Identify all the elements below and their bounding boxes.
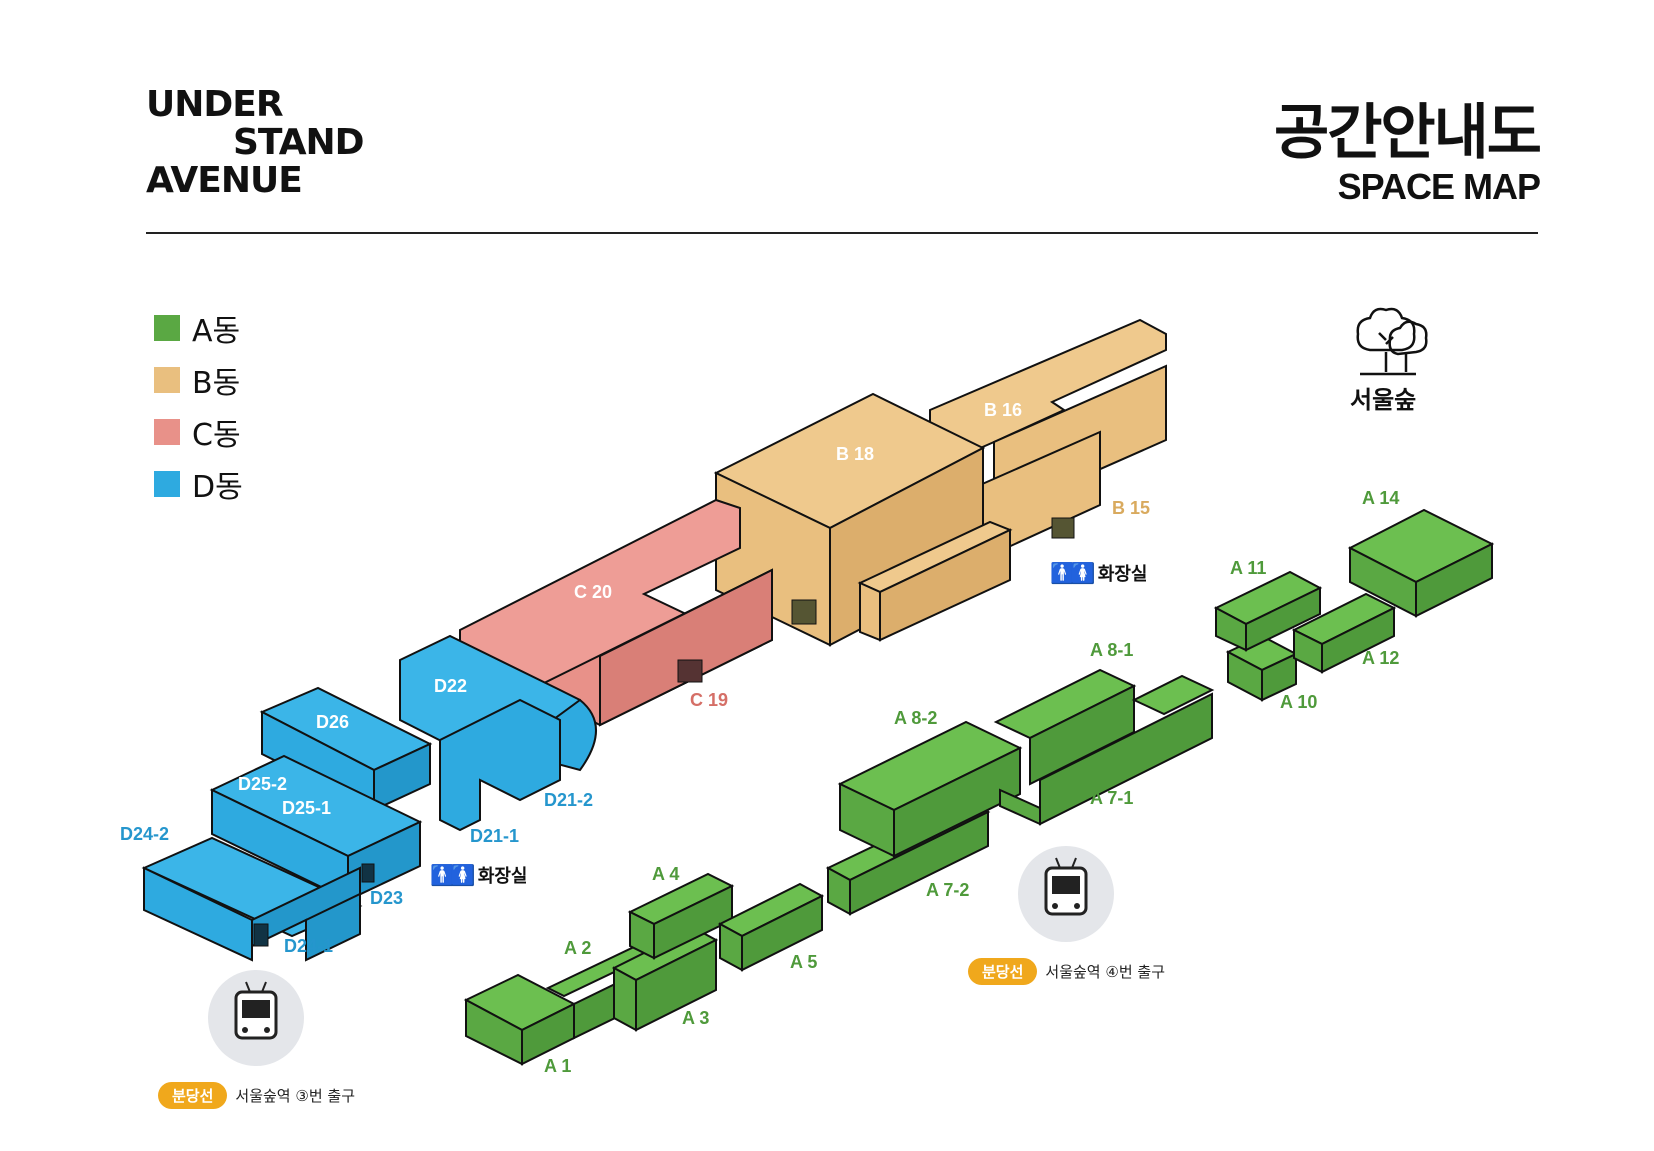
exit-text: 서울숲역 ③번 출구 bbox=[235, 1087, 355, 1105]
label-a8-2: A 8-2 bbox=[894, 708, 937, 728]
logo-line-3: AVENUE bbox=[146, 160, 303, 201]
legend-item-d: D동 bbox=[154, 458, 243, 510]
label-a2: A 2 bbox=[564, 938, 591, 958]
building-d bbox=[141, 634, 597, 962]
label-a7-1: A 7-1 bbox=[1090, 788, 1133, 808]
restroom-icon: 🚹🚺 bbox=[430, 863, 476, 887]
b-low-front bbox=[859, 581, 881, 642]
bus-stop-exit-3: 분당선 서울숲역 ③번 출구 bbox=[158, 1082, 355, 1109]
building-a bbox=[463, 508, 1495, 1066]
label-d21-1: D21-1 bbox=[470, 826, 519, 846]
label-d26: D26 bbox=[316, 712, 349, 732]
label-c20: C 20 bbox=[574, 582, 612, 602]
label-d25-1: D25-1 bbox=[282, 798, 331, 818]
label-a11: A 11 bbox=[1230, 558, 1266, 578]
d26-side bbox=[373, 742, 431, 812]
a11-side bbox=[1245, 586, 1321, 652]
label-b16: B 16 bbox=[984, 400, 1022, 420]
legend-label-a: A동 bbox=[192, 314, 241, 349]
label-a5: A 5 bbox=[790, 952, 817, 972]
d24-front bbox=[143, 866, 253, 962]
label-b18: B 18 bbox=[836, 444, 874, 464]
d21-block bbox=[439, 698, 561, 832]
legend-swatch-d bbox=[154, 471, 180, 497]
a7-1-front bbox=[999, 788, 1041, 826]
d21-2-round bbox=[549, 698, 597, 772]
c19-entrance bbox=[677, 659, 703, 683]
label-d21-2: D21-2 bbox=[544, 790, 593, 810]
exit-text: 서울숲역 ④번 출구 bbox=[1045, 963, 1165, 981]
a8-2-side bbox=[893, 746, 1021, 858]
b-entrance bbox=[1051, 517, 1075, 539]
restroom-icon: 🚹🚺 bbox=[1050, 561, 1096, 585]
legend-label-b: B동 bbox=[192, 366, 241, 401]
label-d24-2: D24-2 bbox=[120, 824, 169, 844]
c19-front bbox=[599, 568, 773, 727]
building-b bbox=[713, 318, 1167, 647]
restroom-label: 화장실 bbox=[1097, 564, 1148, 585]
a10-side bbox=[1261, 652, 1297, 702]
header-divider bbox=[146, 232, 1538, 234]
label-b15: B 15 bbox=[1112, 498, 1150, 518]
restroom-b: 🚹🚺 화장실 bbox=[1050, 560, 1148, 586]
label-d25-2: D25-2 bbox=[238, 774, 287, 794]
label-a4: A 4 bbox=[652, 864, 679, 884]
d24-entrance bbox=[253, 923, 269, 947]
bus-icon bbox=[208, 970, 304, 1066]
d23-entrance bbox=[361, 863, 375, 883]
legend-swatch-c bbox=[154, 419, 180, 445]
b-low-side bbox=[879, 528, 1011, 642]
a7-1-top bbox=[1131, 674, 1215, 716]
legend-item-c: C동 bbox=[154, 406, 243, 458]
tree-icon bbox=[1356, 307, 1428, 376]
a7-2-side bbox=[849, 810, 989, 916]
b-door bbox=[791, 599, 817, 625]
a12-side bbox=[1321, 606, 1395, 674]
line-badge: 분당선 bbox=[158, 1082, 228, 1109]
bus-icon bbox=[1018, 846, 1114, 942]
logo-line-2: STAND bbox=[233, 122, 365, 163]
legend-label-c: C동 bbox=[192, 418, 241, 453]
legend-item-a: A동 bbox=[154, 302, 243, 354]
label-a7-2: A 7-2 bbox=[926, 880, 969, 900]
a3-side bbox=[635, 938, 717, 1032]
logo-line-1: UNDER bbox=[146, 84, 284, 125]
label-d24-1: D24-1 bbox=[284, 936, 333, 956]
label-a1: A 1 bbox=[544, 1056, 571, 1076]
label-d23: D23 bbox=[370, 888, 403, 908]
page-title-korean: 공간안내도 bbox=[1274, 98, 1542, 168]
label-a8-1: A 8-1 bbox=[1090, 640, 1133, 660]
logo: UNDER STAND AVENUE bbox=[146, 84, 365, 201]
restroom-label: 화장실 bbox=[477, 866, 528, 887]
bus-stop-exit-4: 분당선 서울숲역 ④번 출구 bbox=[968, 958, 1165, 985]
label-a10: A 10 bbox=[1280, 692, 1317, 712]
label-a14: A 14 bbox=[1362, 488, 1399, 508]
building-labels: B 18 B 16 B 15 C 20 C 19 D22 D26 D25-2 D… bbox=[120, 400, 1399, 1076]
d23-side bbox=[305, 892, 361, 962]
forest-label: 서울숲 bbox=[1350, 386, 1417, 414]
label-a3: A 3 bbox=[682, 1008, 709, 1028]
legend: A동 B동 C동 D동 bbox=[154, 302, 243, 510]
line-badge: 분당선 bbox=[968, 958, 1038, 985]
a14-side bbox=[1415, 542, 1493, 618]
legend-swatch-a bbox=[154, 315, 180, 341]
restroom-d: 🚹🚺 화장실 bbox=[430, 862, 528, 888]
label-a12: A 12 bbox=[1362, 648, 1399, 668]
page-title-english: SPACE MAP bbox=[1337, 166, 1541, 207]
label-c19: C 19 bbox=[690, 690, 728, 710]
a5-side bbox=[741, 894, 823, 972]
legend-item-b: B동 bbox=[154, 354, 243, 406]
label-d22: D22 bbox=[434, 676, 467, 696]
a3-front bbox=[613, 966, 637, 1032]
building-c bbox=[459, 498, 773, 727]
legend-swatch-b bbox=[154, 367, 180, 393]
legend-label-d: D동 bbox=[192, 470, 243, 505]
